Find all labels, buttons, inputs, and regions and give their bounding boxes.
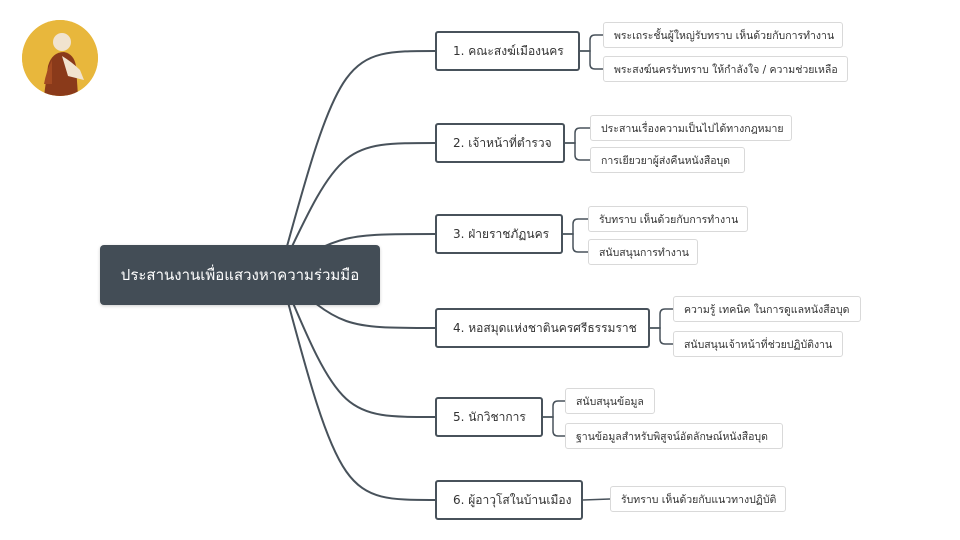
leaf-connector bbox=[543, 400, 565, 418]
leaf-node: สนับสนุนข้อมูล bbox=[565, 388, 655, 414]
branch-label: 4. หอสมุดแห่งชาตินครศรีธรรมราช bbox=[453, 320, 637, 335]
leaf-label: สนับสนุนการทำงาน bbox=[599, 246, 689, 259]
leaf-connector bbox=[565, 142, 590, 161]
leaf-node: สนับสนุนการทำงาน bbox=[588, 239, 698, 265]
root-node: ประสานงานเพื่อแสวงหาความร่วมมือ bbox=[100, 245, 380, 305]
leaf-connector bbox=[650, 327, 673, 345]
leaf-label: สนับสนุนเจ้าหน้าที่ช่วยปฏิบัติงาน bbox=[684, 338, 833, 351]
branch-node: 1. คณะสงฆ์เมืองนคร bbox=[435, 31, 580, 71]
leaf-label: สนับสนุนข้อมูล bbox=[576, 395, 644, 408]
branch-connector bbox=[279, 50, 436, 273]
leaf-node: ฐานข้อมูลสำหรับพิสูจน์อัตลักษณ์หนังสือบุ… bbox=[565, 423, 783, 449]
leaf-label: ประสานเรื่องความเป็นไปได้ทางกฎหมาย bbox=[601, 122, 784, 135]
leaf-connector bbox=[563, 218, 588, 235]
leaf-label: ฐานข้อมูลสำหรับพิสูจน์อัตลักษณ์หนังสือบุ… bbox=[576, 430, 768, 443]
leaf-node: พระเถระชั้นผู้ใหญ่รับทราบ เห็นด้วยกับการ… bbox=[603, 22, 843, 48]
leaf-label: รับทราบ เห็นด้วยกับแนวทางปฏิบัติ bbox=[621, 493, 777, 506]
branch-node: 4. หอสมุดแห่งชาตินครศรีธรรมราช bbox=[435, 308, 650, 348]
branch-connector bbox=[279, 271, 436, 501]
leaf-connector bbox=[582, 498, 611, 501]
branch-connector bbox=[279, 142, 436, 273]
branch-node: 3. ฝ่ายราชภัฏนคร bbox=[435, 214, 563, 254]
monk-portrait-icon bbox=[22, 20, 98, 96]
leaf-connector bbox=[543, 416, 565, 437]
branch-label: 1. คณะสงฆ์เมืองนคร bbox=[453, 43, 564, 58]
leaf-label: ความรู้ เทคนิค ในการดูแลหนังสือบุด bbox=[684, 303, 850, 316]
branch-label: 5. นักวิชาการ bbox=[453, 409, 526, 424]
branch-label: 3. ฝ่ายราชภัฏนคร bbox=[453, 226, 550, 241]
leaf-connector bbox=[580, 34, 603, 52]
branch-node: 6. ผู้อาวุโสในบ้านเมือง bbox=[435, 480, 583, 520]
leaf-connector bbox=[565, 127, 590, 144]
leaf-node: รับทราบ เห็นด้วยกับการทำงาน bbox=[588, 206, 748, 232]
leaf-connector bbox=[580, 50, 603, 70]
root-label: ประสานงานเพื่อแสวงหาความร่วมมือ bbox=[120, 266, 360, 284]
branch-connector bbox=[279, 271, 436, 418]
branch-node: 5. นักวิชาการ bbox=[435, 397, 543, 437]
leaf-node: การเยียวยาผู้ส่งคืนหนังสือบุด bbox=[590, 147, 745, 173]
branch-label: 6. ผู้อาวุโสในบ้านเมือง bbox=[453, 492, 572, 507]
leaf-connector bbox=[563, 233, 588, 253]
branch-label: 2. เจ้าหน้าที่ตำรวจ bbox=[453, 135, 552, 150]
leaf-node: รับทราบ เห็นด้วยกับแนวทางปฏิบัติ bbox=[610, 486, 786, 512]
leaf-label: พระสงฆ์นครรับทราบ ให้กำลังใจ / ความช่วยเ… bbox=[614, 63, 838, 76]
leaf-node: สนับสนุนเจ้าหน้าที่ช่วยปฏิบัติงาน bbox=[673, 331, 843, 357]
leaf-connector bbox=[650, 308, 673, 329]
leaf-node: ความรู้ เทคนิค ในการดูแลหนังสือบุด bbox=[673, 296, 861, 322]
leaf-label: รับทราบ เห็นด้วยกับการทำงาน bbox=[599, 213, 739, 226]
branch-node: 2. เจ้าหน้าที่ตำรวจ bbox=[435, 123, 565, 163]
leaf-label: การเยียวยาผู้ส่งคืนหนังสือบุด bbox=[601, 154, 731, 167]
leaf-node: พระสงฆ์นครรับทราบ ให้กำลังใจ / ความช่วยเ… bbox=[603, 56, 848, 82]
leaf-node: ประสานเรื่องความเป็นไปได้ทางกฎหมาย bbox=[590, 115, 792, 141]
leaf-label: พระเถระชั้นผู้ใหญ่รับทราบ เห็นด้วยกับการ… bbox=[614, 29, 835, 42]
